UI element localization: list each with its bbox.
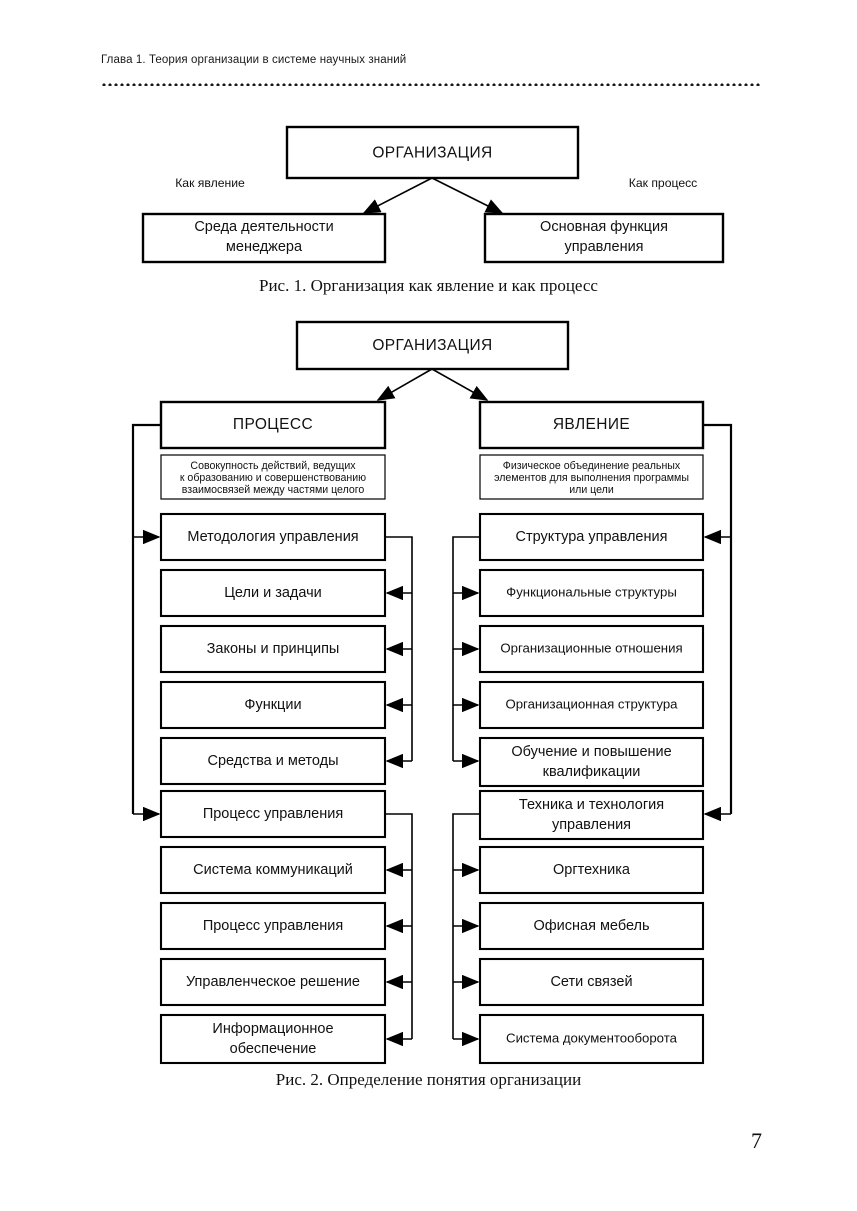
fig2-left-g2-head-box bbox=[159, 789, 387, 839]
fig1-right-box-line2: управления bbox=[564, 239, 643, 255]
fig2-left-description-box bbox=[160, 454, 386, 500]
fig2-left-g2-item-4-line1: Информационное bbox=[212, 1021, 333, 1037]
fig2-left-g2-item-2-label: Процесс управления bbox=[203, 918, 343, 934]
fig2-right-g2-head-line1: Техника и технология bbox=[519, 797, 664, 813]
fig2-right-desc-line1: Физическое объединение реальных bbox=[503, 460, 681, 472]
fig2-left-g1-head-box bbox=[159, 512, 387, 562]
fig2-right-g1-head-label: Структура управления bbox=[516, 529, 668, 545]
fig2-right-g2-item-3-label: Сети связей bbox=[550, 974, 632, 990]
fig2-right-g1-item-4-line1: Обучение и повышение bbox=[511, 744, 671, 760]
fig2-left-g1-item-2-box bbox=[159, 624, 387, 674]
fig2-left-outer-rail bbox=[131, 423, 161, 814]
fig2-right-g1-rail bbox=[452, 536, 480, 761]
fig2-right-g2-item-1-label: Оргтехника bbox=[553, 862, 631, 878]
fig2-left-g2-item-2-box bbox=[159, 901, 387, 951]
fig1-right-branch-label: Как процесс bbox=[629, 176, 698, 190]
fig1-connector-left bbox=[362, 177, 433, 214]
header-dotted-rule bbox=[101, 80, 761, 86]
page-number: 7 bbox=[751, 1128, 762, 1153]
fig1-root-box bbox=[285, 125, 580, 180]
fig2-left-g1-item-4-label: Средства и методы bbox=[207, 753, 338, 769]
figure-1-diagram: ОРГАНИЗАЦИЯ Как явление Как процесс Сред… bbox=[141, 125, 725, 264]
fig2-right-g1-item-2-box bbox=[478, 624, 705, 674]
running-head: Глава 1. Теория организации в системе на… bbox=[101, 54, 407, 66]
fig2-right-g2-rail bbox=[452, 813, 480, 1039]
fig2-left-g2-item-3-box bbox=[159, 957, 387, 1007]
fig2-right-branch-box bbox=[478, 400, 705, 450]
fig2-right-g2-item-4-label: Система документооборота bbox=[506, 1030, 678, 1045]
fig2-left-desc-line3: взаимосвязей между частями целого bbox=[182, 484, 365, 496]
fig2-right-outer-rail bbox=[703, 423, 733, 814]
fig2-right-g1-item-4-line2: квалификации bbox=[543, 764, 641, 780]
fig2-right-g1-item-1-label: Функциональные структуры bbox=[506, 584, 677, 599]
fig2-left-g1-item-3-box bbox=[159, 680, 387, 730]
fig2-root-label: ОРГАНИЗАЦИЯ bbox=[372, 337, 492, 354]
fig2-left-g2-item-1-box bbox=[159, 845, 387, 895]
fig1-right-box-line1: Основная функция bbox=[540, 219, 668, 235]
fig2-left-g2-item-1-label: Система коммуникаций bbox=[193, 862, 353, 878]
fig2-right-g2-item-3-box bbox=[478, 957, 705, 1007]
fig1-right-box bbox=[483, 212, 725, 264]
fig2-right-g2-item-2-label: Офисная мебель bbox=[533, 918, 649, 934]
fig2-right-g1-item-3-box bbox=[478, 680, 705, 730]
fig2-left-desc-line2: к образованию и совершенствованию bbox=[180, 472, 366, 484]
fig1-root-label: ОРГАНИЗАЦИЯ bbox=[372, 145, 492, 162]
fig1-left-branch-label: Как явление bbox=[175, 176, 245, 190]
fig2-right-g1-item-2-label: Организационные отношения bbox=[500, 640, 682, 655]
fig2-right-g2-head-box bbox=[478, 789, 705, 841]
fig1-left-box-line1: Среда деятельности bbox=[194, 219, 333, 235]
fig2-left-g2-head-label: Процесс управления bbox=[203, 806, 343, 822]
fig1-left-box bbox=[141, 212, 387, 264]
fig2-left-g2-rail bbox=[385, 813, 413, 1039]
fig1-left-box-line2: менеджера bbox=[226, 239, 303, 255]
fig2-left-g1-item-1-box bbox=[159, 568, 387, 618]
fig2-root-box bbox=[295, 320, 570, 371]
fig2-right-g1-item-3-label: Организационная структура bbox=[505, 696, 678, 711]
fig2-left-g1-head-label: Методология управления bbox=[187, 529, 358, 545]
fig1-connector-right bbox=[431, 177, 504, 214]
fig2-left-g2-item-3-label: Управленческое решение bbox=[186, 974, 360, 990]
fig2-left-g1-item-1-label: Цели и задачи bbox=[224, 585, 322, 601]
fig2-right-desc-line2: элементов для выполнения программы bbox=[494, 472, 689, 484]
fig2-left-desc-line1: Совокупность действий, ведущих bbox=[190, 460, 356, 472]
figure-2-caption: Рис. 2. Определение понятия организации bbox=[275, 1070, 582, 1089]
fig2-left-g2-item-4-line2: обеспечение bbox=[230, 1041, 317, 1057]
fig2-connector-left bbox=[376, 368, 433, 401]
fig2-right-g2-item-2-box bbox=[478, 901, 705, 951]
fig2-right-branch-title: ЯВЛЕНИЕ bbox=[553, 416, 630, 433]
fig2-left-g1-item-2-label: Законы и принципы bbox=[207, 641, 340, 657]
fig2-right-description-box bbox=[479, 454, 704, 500]
fig2-left-branch-title: ПРОЦЕСС bbox=[233, 416, 313, 433]
fig2-left-g1-rail bbox=[385, 536, 413, 761]
fig2-left-g1-item-4-box bbox=[159, 736, 387, 786]
fig2-right-g2-item-1-box bbox=[478, 845, 705, 895]
fig2-left-g1-item-3-label: Функции bbox=[244, 697, 301, 713]
fig2-right-g2-head-line2: управления bbox=[552, 817, 631, 833]
figure-1-caption: Рис. 1. Организация как явление и как пр… bbox=[259, 276, 598, 295]
fig2-left-g2-item-4-box bbox=[159, 1013, 387, 1065]
fig2-right-desc-line3: или цели bbox=[569, 484, 614, 496]
fig2-right-g2-item-4-box bbox=[478, 1013, 705, 1065]
fig2-right-g1-item-1-box bbox=[478, 568, 705, 618]
fig2-connector-right bbox=[431, 368, 489, 401]
fig2-right-g1-item-4-box bbox=[478, 736, 705, 788]
